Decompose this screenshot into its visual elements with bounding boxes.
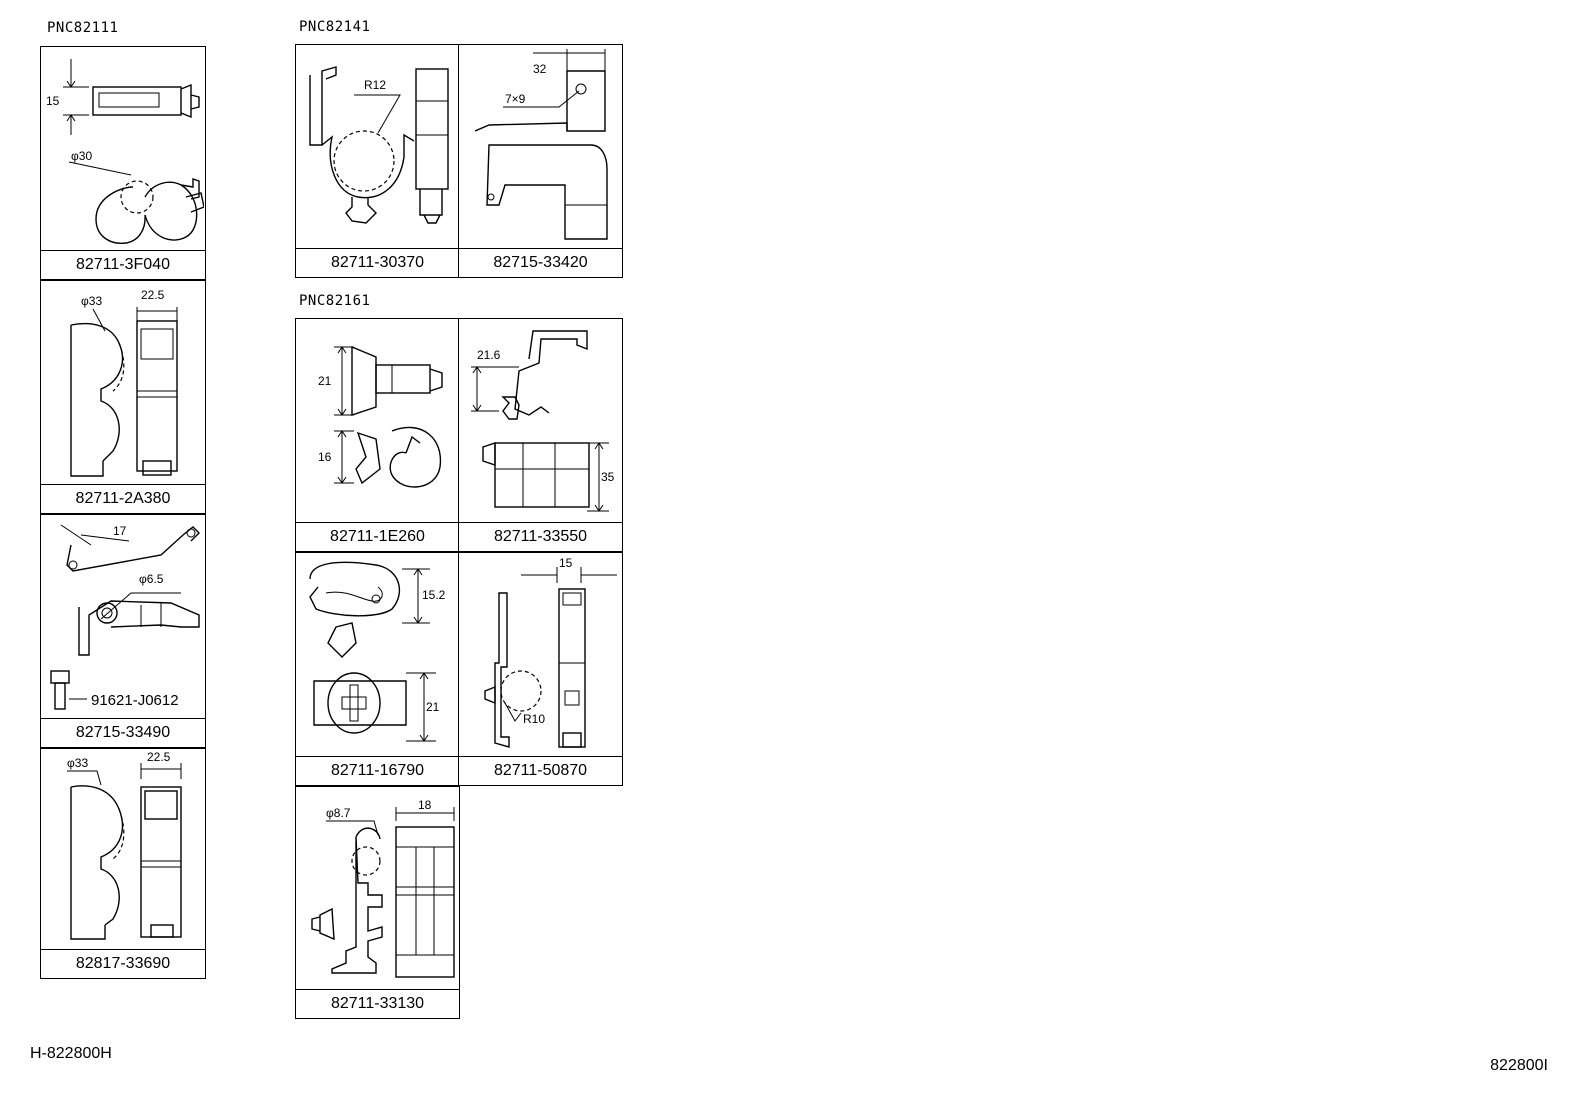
part-cell-82715-33490[interactable]: 17 φ6.5 91621-J0612 82715-33490 [40, 514, 206, 748]
part-cell-82711-30370[interactable]: R12 82711-30370 [295, 44, 460, 278]
part-cell-82711-33550[interactable]: 21.6 35 82711-33550 [458, 318, 623, 552]
dim-slot-label: 7×9 [505, 92, 526, 106]
clip-illustration: φ33 22.5 [70, 288, 178, 477]
part-number: 82715-33490 [41, 718, 205, 747]
part-cell-82711-2A380[interactable]: φ33 22.5 82711-2A380 [40, 280, 206, 514]
dim-diameter-label: φ30 [71, 149, 92, 163]
part-number: 82711-33130 [296, 989, 459, 1018]
dim-width-label: 15 [559, 556, 573, 570]
dim-length-label: 17 [113, 524, 127, 538]
part-cell-82711-50870[interactable]: 15 R10 82711-50870 [458, 552, 623, 786]
dim-hole-label: φ6.5 [139, 572, 164, 586]
part-number: 82711-33550 [459, 522, 622, 551]
clip-illustration: 15 φ30 [46, 59, 204, 244]
dim-height-label: 15 [46, 94, 60, 108]
clip-illustration: 15.2 21 [309, 561, 446, 742]
part-number: 82711-3F040 [41, 250, 205, 279]
dim-diameter-label: φ33 [81, 294, 102, 308]
diagram-ref-left: H-822800H [30, 1045, 112, 1062]
dim-width-label: 22.5 [141, 288, 165, 302]
bolt-part-label: 91621-J0612 [91, 692, 179, 709]
pnc-label-82111: PNC82111 [47, 20, 119, 36]
part-number: 82711-1E260 [296, 522, 459, 551]
diagram-ref-right: 822800I [1490, 1057, 1548, 1074]
part-cell-82711-3F040[interactable]: 15 φ30 82711-3F040 [40, 46, 206, 280]
dim-height-label: 15.2 [422, 588, 446, 602]
dim-diameter-label: φ33 [67, 756, 88, 770]
dim-width-label: 22.5 [147, 750, 171, 764]
part-cell-82711-1E260[interactable]: 21 16 82711-1E260 [295, 318, 460, 552]
part-cell-82711-33130[interactable]: φ8.7 18 82711-33130 [295, 786, 460, 1019]
dim-height-label: 21 [318, 374, 332, 388]
bracket-illustration: 17 φ6.5 91621-J0612 [50, 524, 200, 710]
dim-width-label: 18 [418, 798, 432, 812]
clip-illustration: 21.6 35 [471, 330, 615, 512]
clip-illustration: R12 [309, 66, 449, 224]
clip-illustration: φ33 22.5 [67, 750, 182, 940]
part-number: 82711-30370 [296, 248, 459, 277]
dim-width-label: 35 [601, 470, 615, 484]
dim-diameter-label: φ8.7 [326, 806, 351, 820]
dim-width-label: 32 [533, 62, 547, 76]
part-number: 82711-50870 [459, 756, 622, 785]
clip-illustration: φ8.7 18 [311, 798, 455, 978]
dim-clip-height-label: 16 [318, 450, 332, 464]
part-cell-82817-33690[interactable]: φ33 22.5 82817-33690 [40, 748, 206, 979]
bracket-illustration: 32 7×9 [474, 49, 608, 240]
pnc-label-82141: PNC82141 [299, 19, 371, 35]
dim-width-label: 21 [426, 700, 440, 714]
clip-illustration: 21 16 [318, 345, 443, 488]
part-cell-82711-16790[interactable]: 15.2 21 82711-16790 [295, 552, 460, 786]
part-number: 82715-33420 [459, 248, 622, 277]
dim-radius-label: R10 [523, 712, 545, 726]
dim-radius-label: R12 [364, 78, 386, 92]
part-number: 82711-2A380 [41, 484, 205, 513]
clip-illustration: 15 R10 [484, 556, 617, 748]
dim-height-label: 21.6 [477, 348, 501, 362]
part-number: 82711-16790 [296, 756, 459, 785]
part-number: 82817-33690 [41, 949, 205, 978]
part-cell-82715-33420[interactable]: 32 7×9 82715-33420 [458, 44, 623, 278]
pnc-label-82161: PNC82161 [299, 293, 371, 309]
